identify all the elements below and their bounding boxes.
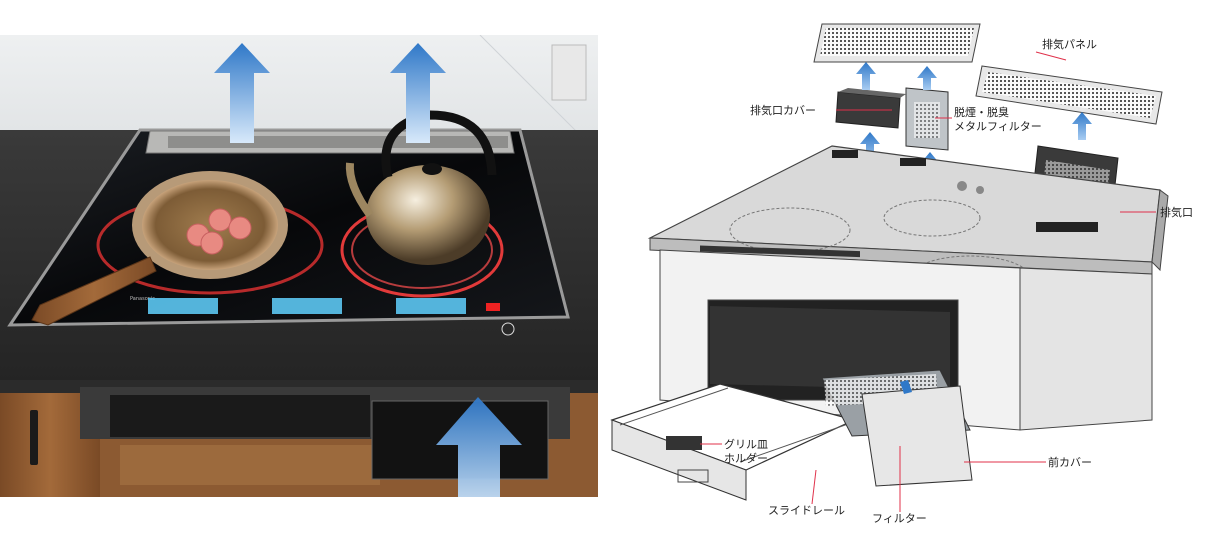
right-display xyxy=(396,298,466,314)
rear-heating-zone xyxy=(883,199,981,237)
cooktop-body xyxy=(659,249,1153,431)
label-exhaust-panel: 排気パネル xyxy=(1042,37,1097,51)
vent-grille xyxy=(168,136,508,148)
kettle-handle xyxy=(381,110,497,179)
cabinet-handle xyxy=(30,410,38,465)
center-display xyxy=(272,298,342,314)
front-control-strip xyxy=(700,245,860,258)
airflow-arrow-right xyxy=(390,43,446,143)
exhaust-panel xyxy=(813,23,1163,125)
slide-rail-tray xyxy=(610,383,856,501)
exhaust-port-cover xyxy=(835,88,906,129)
sausage-slice xyxy=(208,208,232,232)
kettle-body xyxy=(366,165,490,265)
power-indicator xyxy=(486,303,500,311)
label-exhaust-port-cover: 排気口カバー xyxy=(750,103,816,117)
drawer-front xyxy=(120,445,380,485)
exploded-diagram-svg: 排気口カバー 脱煙・脱臭 メタルフィルター 排気パネル 排気口 グリル皿 ホルダ… xyxy=(610,23,1193,525)
exhaust-slot-left xyxy=(832,150,858,158)
front-cover xyxy=(861,385,973,487)
exhaust-slot-center xyxy=(900,158,926,166)
kettle-spout xyxy=(345,162,374,218)
left-display xyxy=(148,298,218,314)
cooktop-photo: Panasonic xyxy=(0,35,598,497)
tray-handle xyxy=(677,469,709,483)
control-panel: Panasonic xyxy=(130,296,515,336)
leader-lines xyxy=(700,51,1156,512)
cooktop-photo-svg: Panasonic xyxy=(0,35,598,497)
grill-door xyxy=(110,395,370,437)
airflow-arrow-left xyxy=(214,43,270,143)
control-knob xyxy=(957,181,967,191)
frying-pan-handle xyxy=(31,256,157,326)
cooktop-top xyxy=(647,145,1169,301)
label-grill-holder-line2: ホルダー xyxy=(724,451,768,465)
wall-outlet xyxy=(551,44,587,101)
label-deodorizing-filter-line2: メタルフィルター xyxy=(954,120,1042,133)
label-filter: フィルター xyxy=(872,512,927,525)
kettle-knob xyxy=(422,163,442,175)
label-exhaust-port: 排気口 xyxy=(1160,205,1193,219)
sausage-slice xyxy=(228,216,252,240)
front-filter-assembly xyxy=(821,369,973,487)
power-button[interactable] xyxy=(501,322,515,336)
exhaust-port-slot xyxy=(1036,222,1098,232)
label-deodorizing-filter-line1: 脱煙・脱臭 xyxy=(954,105,1009,119)
control-knob xyxy=(976,186,984,194)
label-slide-rail: スライドレール xyxy=(768,504,845,517)
label-grill-holder-line1: グリル皿 xyxy=(724,437,768,451)
exploded-diagram: 排気口カバー 脱煙・脱臭 メタルフィルター 排気パネル 排気口 グリル皿 ホルダ… xyxy=(600,0,1213,543)
deodorizing-metal-filter xyxy=(905,87,949,151)
label-front-cover: 前カバー xyxy=(1048,455,1092,469)
sausage-slice xyxy=(200,231,224,255)
brand-text: Panasonic xyxy=(130,296,155,302)
airflow-arrow-intake xyxy=(436,397,522,497)
filter-insert-arrow xyxy=(900,380,912,394)
grill-plate-holder xyxy=(666,436,702,450)
